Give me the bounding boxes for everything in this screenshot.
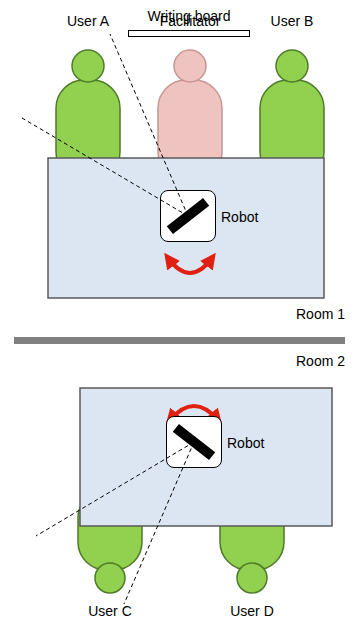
person-label: Facilitator <box>150 12 230 30</box>
view-line <box>36 442 194 536</box>
person-name: Facilitator <box>150 12 230 30</box>
person-label: User D <box>212 602 292 620</box>
room-label: Room 1 <box>296 305 345 323</box>
wall <box>14 337 345 344</box>
person-name: User A <box>48 12 128 30</box>
room-label: Room 2 <box>296 352 345 370</box>
robot-label: Robot <box>221 208 258 226</box>
robot-box: Robot <box>160 190 216 242</box>
robot-box: Robot <box>166 416 222 468</box>
person-name: User D <box>212 602 292 620</box>
writing-board: Writing board <box>128 30 250 37</box>
person-label: User B <box>252 12 332 30</box>
person-label: User A <box>48 12 128 30</box>
person-name: User C <box>70 602 150 620</box>
person-name: User B <box>252 12 332 30</box>
view-line <box>124 442 194 604</box>
table <box>48 158 324 298</box>
view-line <box>22 118 188 216</box>
robot-bar <box>166 416 222 468</box>
robot-label: Robot <box>227 434 264 452</box>
table <box>80 388 332 526</box>
robot-bar <box>160 190 216 242</box>
rotation-arrow <box>168 258 212 273</box>
person-label: User C <box>70 602 150 620</box>
view-line <box>110 34 188 216</box>
